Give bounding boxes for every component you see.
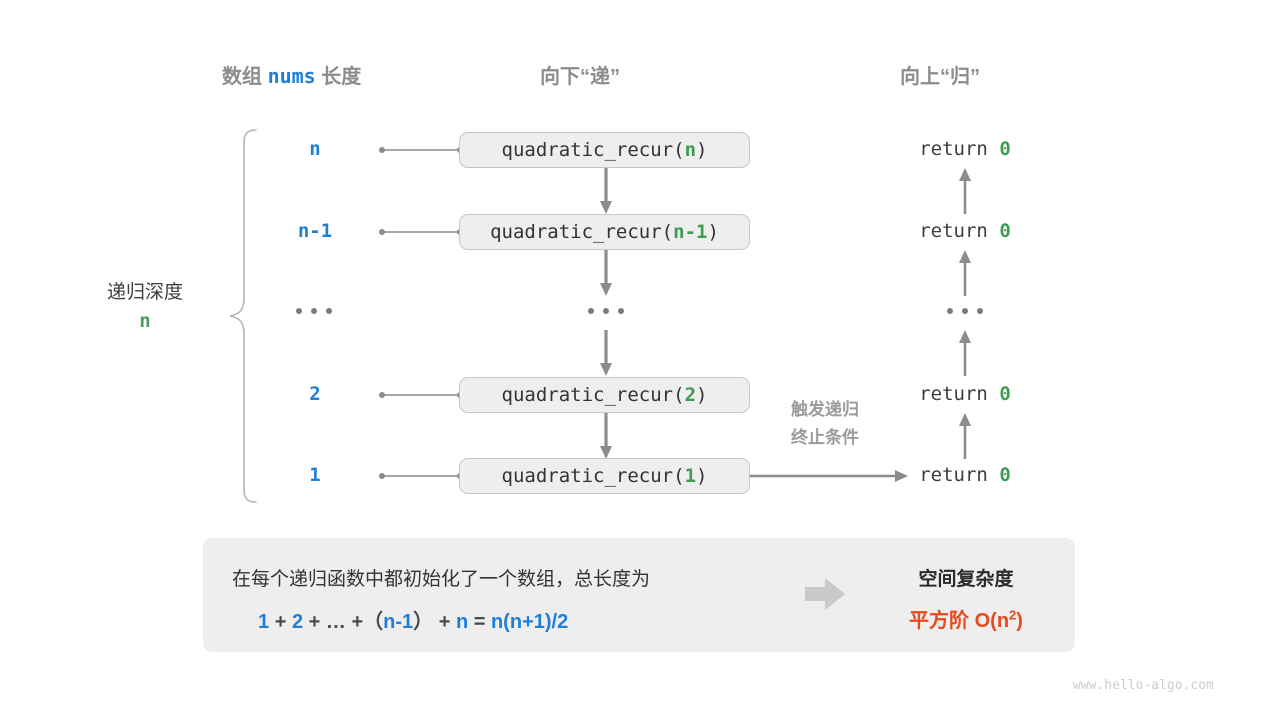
call-box-row-0[interactable]: quadratic_recur(n) bbox=[459, 132, 750, 168]
array-length-row-4: 1 bbox=[309, 464, 321, 486]
recursion-depth-value: n bbox=[139, 310, 151, 333]
summary-arrow-icon bbox=[805, 578, 845, 610]
summary-description: 在每个递归函数中都初始化了一个数组，总长度为 bbox=[232, 569, 651, 590]
descend-arrow-1-icon bbox=[600, 250, 612, 296]
formula-term-1: 1 bbox=[258, 611, 270, 633]
return-row-2-ellipsis bbox=[947, 308, 983, 314]
ascend-arrow-0-icon bbox=[959, 168, 971, 214]
summary-complexity-bigo: O(n bbox=[974, 610, 1010, 632]
return-row-0: return 0 bbox=[885, 138, 1045, 160]
connector-row-0 bbox=[379, 147, 463, 153]
call-box-row-1-suffix: ) bbox=[707, 221, 719, 243]
summary-title: 空间复杂度 bbox=[918, 569, 1014, 590]
descend-arrow-2-icon bbox=[600, 330, 612, 376]
connector-row-3 bbox=[379, 392, 463, 398]
return-row-1-value: 0 bbox=[999, 220, 1011, 242]
call-box-row-3-suffix: ) bbox=[696, 384, 708, 406]
formula-paren-close: ） bbox=[413, 611, 434, 633]
array-length-row-2-ellipsis bbox=[296, 308, 332, 314]
array-length-row-1: n-1 bbox=[297, 220, 333, 242]
depth-brace-icon bbox=[229, 129, 257, 503]
call-box-row-3-arg: 2 bbox=[684, 384, 697, 406]
formula-op-4: + bbox=[438, 611, 451, 633]
return-row-3-value: 0 bbox=[999, 383, 1011, 405]
ascend-arrow-3-icon bbox=[959, 413, 971, 459]
descend-arrow-3-icon bbox=[600, 413, 612, 459]
summary-panel bbox=[203, 538, 1075, 652]
summary-formula: 1 + 2 + … +（n-1） + n = n(n+1)/2 bbox=[258, 605, 568, 634]
watermark: www.hello-algo.com bbox=[1073, 678, 1214, 693]
header-array-code: nums bbox=[267, 64, 316, 88]
summary-complexity-value: 平方阶 O(n2) bbox=[876, 604, 1056, 633]
array-length-row-3: 2 bbox=[309, 383, 321, 405]
connector-row-1 bbox=[379, 229, 463, 235]
recursion-depth-text: 递归深度 bbox=[106, 282, 183, 303]
header-array-prefix: 数组 bbox=[222, 66, 268, 88]
termination-note: 触发递归 终止条件 bbox=[762, 396, 888, 452]
ascend-arrow-1-icon bbox=[959, 250, 971, 296]
call-box-row-0-arg: n bbox=[684, 139, 697, 161]
formula-paren-open: （ bbox=[363, 611, 384, 633]
summary-complexity-exponent: 2 bbox=[1009, 607, 1017, 623]
array-length-row-0: n bbox=[309, 138, 321, 160]
call-box-row-4-suffix: ) bbox=[696, 465, 708, 487]
header-array-suffix: 长度 bbox=[315, 66, 362, 88]
connector-row-4 bbox=[379, 473, 463, 479]
call-box-row-4[interactable]: quadratic_recur(1) bbox=[459, 458, 750, 494]
header-ascend: 向上“归” bbox=[900, 66, 980, 88]
descend-arrow-0-icon bbox=[600, 168, 612, 214]
formula-term-2: 2 bbox=[291, 611, 304, 633]
return-row-4-value: 0 bbox=[999, 464, 1011, 486]
formula-op-2: + bbox=[308, 611, 321, 633]
call-box-row-1-arg: n-1 bbox=[673, 221, 708, 243]
termination-note-line2: 终止条件 bbox=[791, 428, 859, 448]
return-row-3-text: return bbox=[919, 383, 1000, 405]
ascend-arrow-2-icon bbox=[959, 330, 971, 376]
call-box-row-3[interactable]: quadratic_recur(2) bbox=[459, 377, 750, 413]
return-row-0-text: return bbox=[919, 138, 1000, 160]
header-array-length: 数组 nums 长度 bbox=[222, 60, 361, 89]
call-box-row-1[interactable]: quadratic_recur(n-1) bbox=[459, 214, 750, 250]
recursion-depth-label: 递归深度 n bbox=[86, 278, 204, 337]
formula-op-3: + bbox=[351, 611, 364, 633]
return-row-1: return 0 bbox=[885, 220, 1045, 242]
call-box-row-4-arg: 1 bbox=[684, 465, 697, 487]
formula-term-4: n-1 bbox=[383, 611, 414, 633]
summary-complexity-prefix: 平方阶 bbox=[909, 610, 975, 632]
return-row-0-value: 0 bbox=[999, 138, 1011, 160]
call-box-row-0-suffix: ) bbox=[696, 139, 708, 161]
formula-op-1: + bbox=[274, 611, 287, 633]
formula-term-5: n bbox=[455, 611, 469, 633]
return-row-4: return 0 bbox=[885, 464, 1045, 486]
call-box-row-2-ellipsis bbox=[588, 308, 624, 314]
call-box-row-3-prefix: quadratic_recur( bbox=[501, 384, 685, 406]
formula-equals: = bbox=[473, 611, 486, 633]
formula-result: n(n+1)/2 bbox=[490, 611, 569, 633]
formula-ellipsis: … bbox=[325, 611, 346, 633]
call-box-row-4-prefix: quadratic_recur( bbox=[501, 465, 685, 487]
call-box-row-1-prefix: quadratic_recur( bbox=[490, 221, 674, 243]
return-row-4-text: return bbox=[919, 464, 1000, 486]
header-descend: 向下“递” bbox=[540, 66, 620, 88]
summary-complexity-close: ) bbox=[1016, 610, 1023, 632]
call-box-row-0-prefix: quadratic_recur( bbox=[501, 139, 685, 161]
base-case-arrow-icon bbox=[750, 470, 908, 482]
return-row-1-text: return bbox=[919, 220, 1000, 242]
return-row-3: return 0 bbox=[885, 383, 1045, 405]
termination-note-line1: 触发递归 bbox=[791, 400, 859, 419]
